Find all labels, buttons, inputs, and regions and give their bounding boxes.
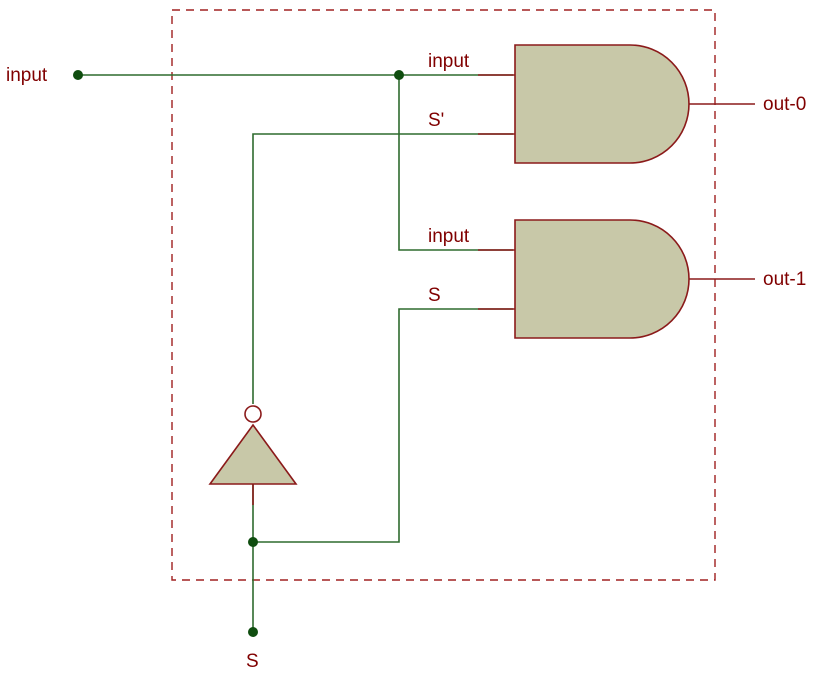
gate1-input-a-label: input <box>428 226 470 247</box>
wire-s-not <box>252 133 513 404</box>
gate1-input-b-label: S <box>428 285 441 306</box>
component-boundary <box>171 9 716 581</box>
wire-s-branch <box>253 308 513 543</box>
and-gate-1 <box>514 219 690 339</box>
out0-label: out-0 <box>763 94 806 115</box>
inverter-bubble <box>244 405 262 423</box>
gate0-input-b-label: S' <box>428 110 444 131</box>
gate0-input-a-label: input <box>428 51 470 72</box>
s-terminal-dot <box>248 627 258 637</box>
and-gate-0 <box>514 44 690 164</box>
inverter-gate <box>208 423 298 485</box>
input-terminal-dot <box>73 70 83 80</box>
s-terminal-label: S <box>246 651 259 672</box>
s-junction-dot <box>248 537 258 547</box>
input-junction-dot <box>394 70 404 80</box>
out1-label: out-1 <box>763 269 806 290</box>
input-terminal-label: input <box>6 65 48 86</box>
wire-input-branch <box>398 75 513 251</box>
